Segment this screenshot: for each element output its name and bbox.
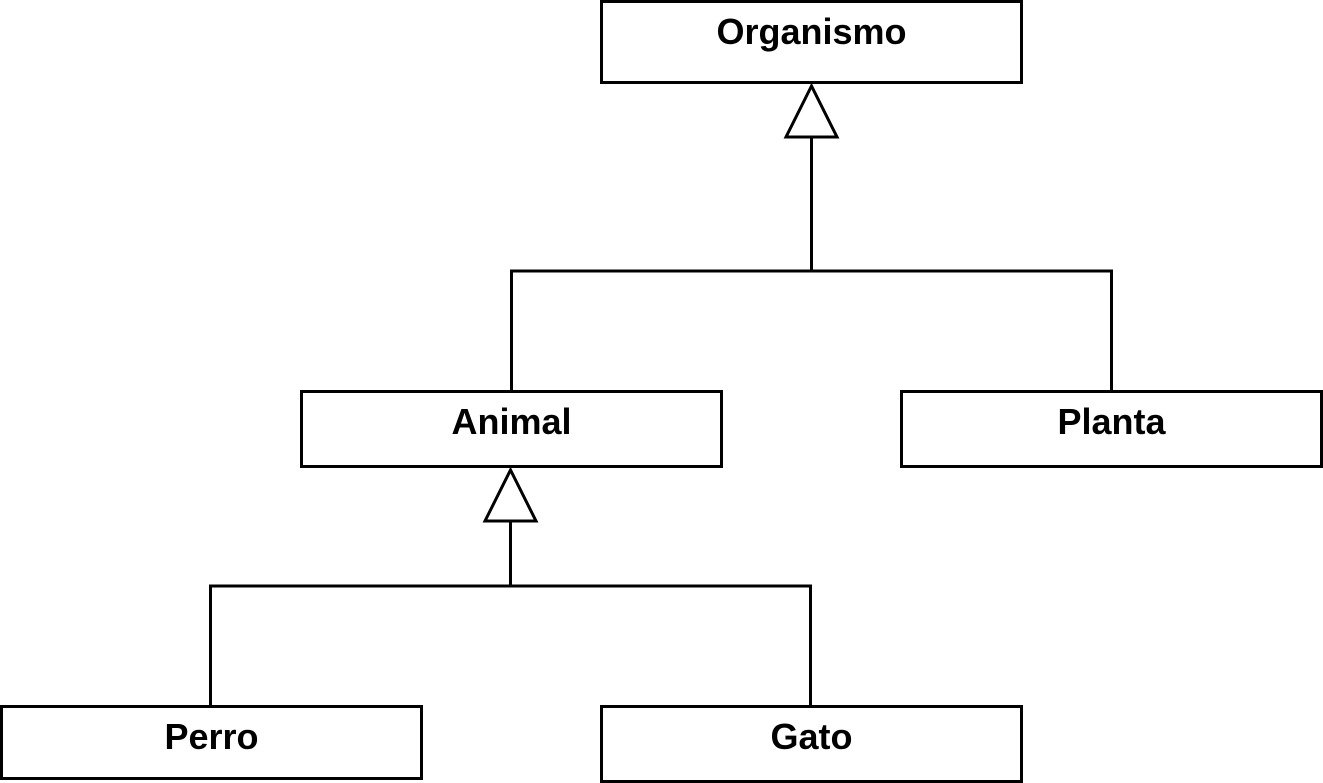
class-planta[interactable]: Planta: [900, 390, 1323, 468]
class-name-gato: Gato: [770, 716, 853, 757]
generalization-animal: [209, 466, 812, 706]
class-name-perro: Perro: [164, 716, 259, 757]
class-gato[interactable]: Gato: [600, 705, 1023, 783]
class-name-planta: Planta: [1057, 401, 1166, 442]
class-name-organismo: Organismo: [716, 11, 907, 52]
class-perro[interactable]: Perro: [0, 705, 423, 780]
inheritance-arrowhead-animal: [482, 466, 539, 523]
inheritance-arrowhead-organismo: [783, 82, 840, 139]
generalization-organismo: [510, 82, 1113, 391]
class-animal[interactable]: Animal: [300, 390, 723, 468]
class-organismo[interactable]: Organismo: [600, 0, 1023, 84]
class-name-animal: Animal: [451, 401, 572, 442]
